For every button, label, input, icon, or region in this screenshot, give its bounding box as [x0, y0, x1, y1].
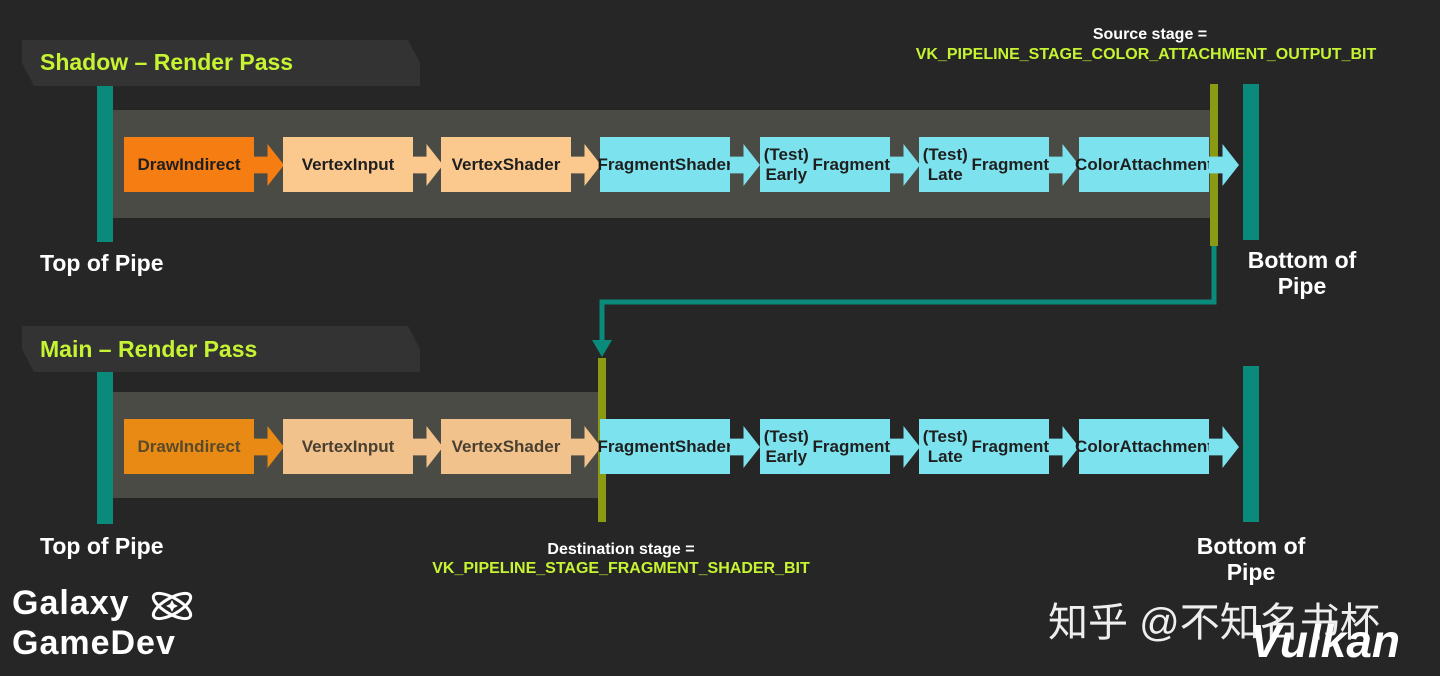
- shadow-top-of-pipe-label: Top of Pipe: [40, 250, 164, 276]
- brand-line-1: Galaxy: [12, 584, 130, 622]
- dependency-arrow-line: [599, 246, 1217, 344]
- stage-label-line: Shader: [674, 154, 733, 174]
- main-bottom-of-pipe-label: Bottom of Pipe: [1186, 533, 1316, 585]
- shadow-top-of-pipe-bar: [97, 86, 113, 242]
- main-bottom-line-1: Bottom of: [1196, 533, 1306, 559]
- stage-label-line: Attachment: [1119, 154, 1213, 174]
- shadow-bottom-of-pipe-bar: [1243, 84, 1259, 240]
- main-top-of-pipe-label: Top of Pipe: [40, 533, 164, 559]
- stage-label-line: Indirect: [179, 436, 241, 456]
- stage-label-line: Indirect: [179, 154, 241, 174]
- stage-label-line: Fragment: [812, 154, 890, 174]
- shadow-bottom-line-1: Bottom of: [1247, 247, 1357, 273]
- stage-label-line: Fragment: [597, 436, 675, 456]
- stage-label-line: Input: [352, 154, 395, 174]
- galaxy-atom-icon: [151, 591, 193, 621]
- stage-label-line: (Test) Early: [763, 144, 809, 184]
- stage-label-line: Color: [1075, 154, 1120, 174]
- stage-label-line: (Test) Early: [763, 426, 809, 466]
- stage-label-line: Shader: [502, 154, 561, 174]
- source-stage-value: VK_PIPELINE_STAGE_COLOR_ATTACHMENT_OUTPU…: [915, 46, 1377, 63]
- main-pass-header: [22, 326, 420, 372]
- stage-label-line: Vertex: [301, 154, 353, 174]
- stage-label-line: Vertex: [451, 436, 503, 456]
- shadow-pass-title: Shadow – Render Pass: [40, 49, 294, 75]
- shadow-bottom-of-pipe-label: Bottom of Pipe: [1238, 247, 1366, 299]
- stage-label-line: Draw: [137, 436, 180, 456]
- stage-label-line: Vertex: [301, 436, 353, 456]
- destination-stage-label: Destination stage =: [547, 541, 695, 558]
- vulkan-logo: Vulkan: [1250, 615, 1400, 667]
- stage-label-line: Fragment: [812, 436, 890, 456]
- stage-label-line: Vertex: [451, 154, 503, 174]
- stage-label-line: Fragment: [597, 154, 675, 174]
- shadow-bottom-line-2: Pipe: [1277, 273, 1327, 299]
- watermark-text: 知乎 @不知名书杯: [1048, 601, 1380, 645]
- stage-label-line: Color: [1075, 436, 1120, 456]
- brand-line-2: GameDev: [12, 624, 176, 662]
- stage-label-line: Fragment: [971, 436, 1049, 456]
- main-top-of-pipe-bar: [97, 372, 113, 524]
- dependency-arrow-head: [592, 340, 612, 357]
- stage-label-line: (Test) Late: [922, 144, 968, 184]
- stage-label-line: Shader: [502, 436, 561, 456]
- source-stage-label: Source stage =: [1092, 26, 1208, 43]
- stage-label-line: Shader: [674, 436, 733, 456]
- stage-label-line: Attachment: [1119, 436, 1213, 456]
- stage-label-line: Input: [352, 436, 395, 456]
- stage-label-line: Fragment: [971, 154, 1049, 174]
- main-pass-title: Main – Render Pass: [40, 336, 258, 362]
- main-bottom-of-pipe-bar: [1243, 366, 1259, 522]
- destination-stage-value: VK_PIPELINE_STAGE_FRAGMENT_SHADER_BIT: [432, 560, 810, 577]
- shadow-pass-header: [22, 40, 420, 86]
- main-bottom-line-2: Pipe: [1226, 559, 1276, 585]
- stage-label-line: Draw: [137, 154, 180, 174]
- stage-label-line: (Test) Late: [922, 426, 968, 466]
